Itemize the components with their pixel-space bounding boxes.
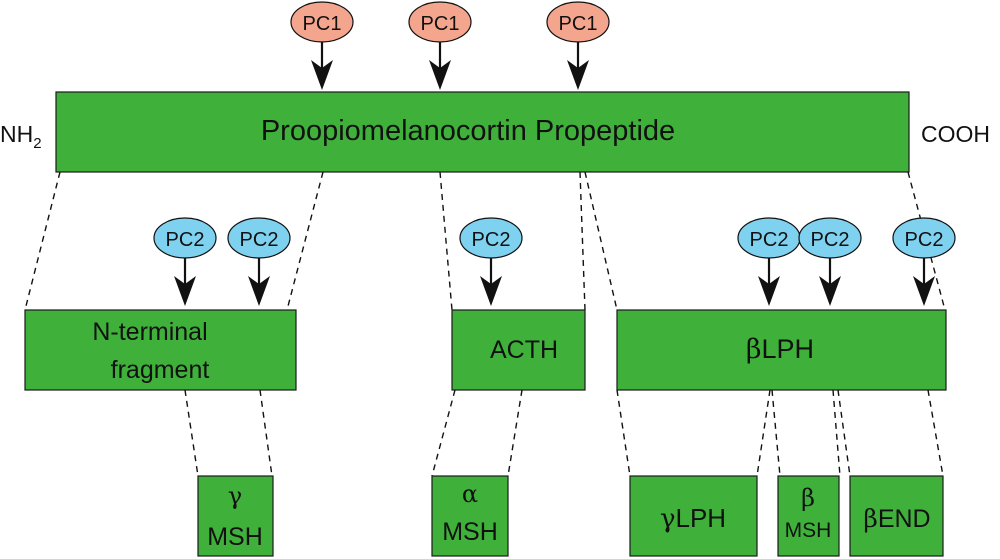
pomc-propeptide-label: Proopiomelanocortin Propeptide [261, 115, 675, 147]
gamma-lph-box [629, 475, 758, 557]
alpha-msh-label: MSH [442, 518, 498, 546]
pc2-cleavage-4: PC2 [737, 217, 801, 306]
beta-msh-box [777, 475, 840, 557]
pc2-label: PC2 [472, 229, 511, 251]
pc2-label: PC2 [750, 229, 789, 251]
pc2-label: PC2 [811, 229, 850, 251]
arrow-down-icon [567, 60, 589, 90]
acth-label: ACTH [490, 336, 558, 364]
beta-endorphin-box [849, 475, 944, 557]
arrow-down-icon [311, 60, 333, 90]
arrow-down-icon [480, 276, 502, 306]
arrow-down-icon [913, 276, 935, 306]
n-terminus-label: NH2 [0, 121, 42, 152]
beta-lph-label: βLPH [746, 334, 814, 365]
arrow-down-icon [174, 276, 196, 306]
pomc-propeptide-box [55, 91, 910, 173]
pc1-cleavage-1: PC1 [290, 1, 354, 90]
n-terminal-fragment-label-line1: N-terminal [92, 318, 207, 346]
gamma-msh-greek: γ [228, 482, 242, 510]
alpha-msh-box [431, 475, 509, 557]
arrow-down-icon [248, 276, 270, 306]
pc1-label: PC1 [559, 13, 598, 35]
pc2-cleavage-2: PC2 [227, 217, 291, 306]
gamma-msh-label: MSH [207, 523, 263, 551]
alpha-msh-greek: α [462, 480, 478, 508]
pc1-label: PC1 [421, 13, 460, 35]
pc2-cleavage-1: PC2 [153, 217, 217, 306]
pc1-cleavage-3: PC1 [546, 1, 610, 90]
pc2-label: PC2 [166, 229, 205, 251]
c-terminus-label: COOH [921, 121, 990, 147]
beta-msh-label: MSH [785, 519, 832, 542]
beta-endorphin-label: βEND [863, 504, 930, 533]
gamma-lph-label: γLPH [660, 503, 726, 534]
n-terminal-fragment-box [24, 309, 297, 391]
arrow-down-icon [758, 276, 780, 306]
beta-msh-greek: β [801, 484, 815, 512]
arrow-down-icon [429, 60, 451, 90]
pc1-label: PC1 [303, 13, 342, 35]
acth-box [451, 309, 586, 391]
pc2-cleavage-5: PC2 [798, 217, 862, 306]
pc2-cleavage-3: PC2 [459, 217, 523, 306]
gamma-msh-box [197, 475, 274, 557]
pc2-label: PC2 [905, 229, 944, 251]
pc1-cleavage-2: PC1 [408, 1, 472, 90]
arrow-down-icon [819, 276, 841, 306]
pc2-label: PC2 [240, 229, 279, 251]
pc2-cleavage-6: PC2 [892, 217, 956, 306]
n-terminal-fragment-label-line2: fragment [111, 356, 210, 384]
beta-lph-box [616, 309, 947, 391]
